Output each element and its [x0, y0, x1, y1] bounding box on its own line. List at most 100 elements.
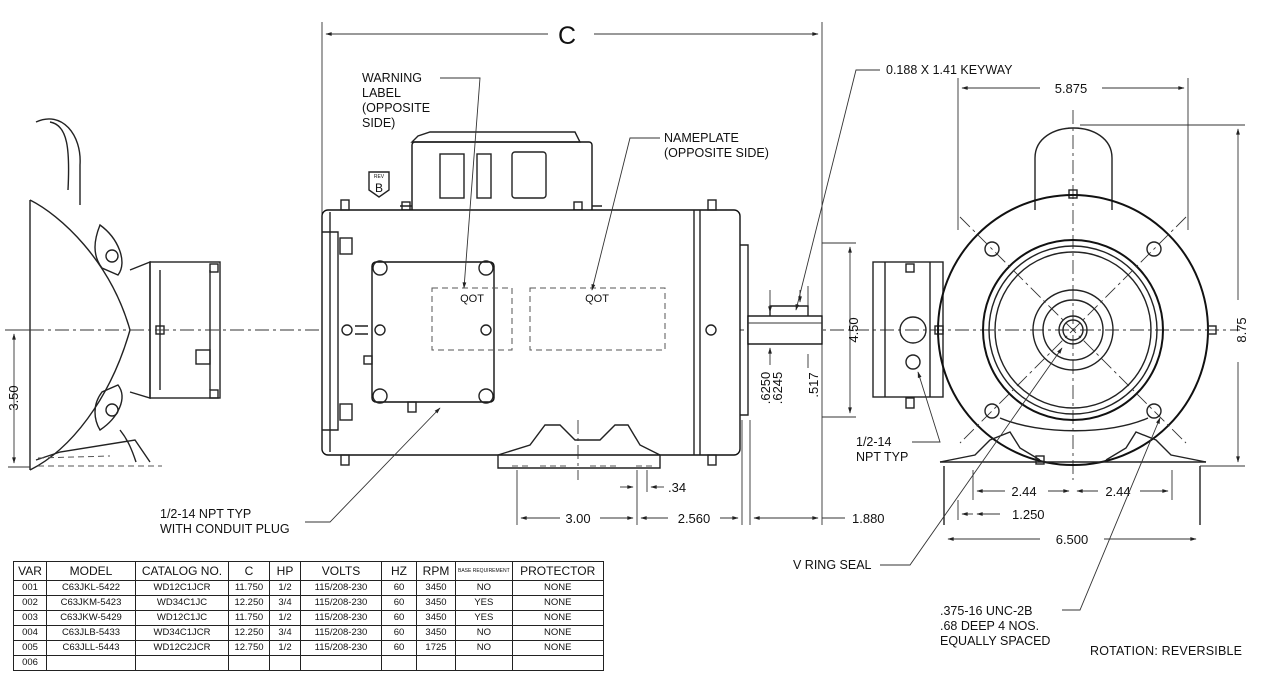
dim-6245-text: .6245 — [770, 372, 785, 405]
cell — [269, 655, 301, 671]
cell: 60 — [381, 625, 417, 641]
cell — [455, 655, 513, 671]
cell: WD34C1JCR — [135, 625, 229, 641]
svg-text:EQUALLY SPACED: EQUALLY SPACED — [940, 634, 1050, 648]
cell: 005 — [13, 640, 47, 656]
dim-5-875-text: 5.875 — [1055, 81, 1088, 96]
cell — [135, 655, 229, 671]
th-hz: HZ — [381, 561, 417, 581]
cell: NO — [455, 625, 513, 641]
cell: 11.750 — [228, 580, 270, 596]
cell: 11.750 — [228, 610, 270, 626]
cell: NONE — [511, 610, 604, 626]
cell: 115/208-230 — [300, 610, 382, 626]
th-c: C — [228, 561, 270, 581]
bolt-line-1: .375-16 UNC-2B — [940, 604, 1032, 618]
nameplate-callout: NAMEPLATE (OPPOSITE SIDE) — [591, 131, 769, 291]
cell — [228, 655, 270, 671]
th-hp: HP — [269, 561, 301, 581]
dims-right: 5.875 8.75 2.44 2.44 1.250 6.500 — [947, 78, 1249, 547]
cell: 1/2 — [269, 640, 301, 656]
th-protector: PROTECTOR — [511, 561, 604, 581]
bolt-pattern-callout: .375-16 UNC-2B .68 DEEP 4 NOS. EQUALLY S… — [940, 417, 1161, 648]
table-header-row: VAR MODEL CATALOG NO. C HP VOLTS HZ RPM … — [13, 561, 604, 581]
bolt-line-2: .68 DEEP 4 NOS. — [940, 619, 1039, 633]
cell: 60 — [381, 595, 417, 611]
cell: 3/4 — [269, 595, 301, 611]
cell: C63JKW-5429 — [46, 610, 136, 626]
dim-2-44-left-text: 2.44 — [1011, 484, 1036, 499]
svg-text:.68 DEEP 4 NOS.: .68 DEEP 4 NOS. — [940, 619, 1039, 633]
cell: 115/208-230 — [300, 640, 382, 656]
cell: 1/2 — [269, 580, 301, 596]
cell: 3450 — [416, 625, 456, 641]
table-row: 003 C63JKW-5429 WD12C1JC 11.750 1/2 115/… — [13, 610, 604, 626]
cell — [416, 655, 456, 671]
table-row: 001 C63JKL-5422 WD12C1JCR 11.750 1/2 115… — [13, 580, 604, 596]
cell: 60 — [381, 610, 417, 626]
th-catalog: CATALOG NO. — [135, 561, 229, 581]
cell: 004 — [13, 625, 47, 641]
svg-text:LABEL: LABEL — [362, 86, 401, 100]
dim-8-75-text: 8.75 — [1234, 317, 1249, 342]
rev-letter-text: B — [375, 181, 383, 195]
left-end-view — [29, 118, 221, 471]
cell: NONE — [511, 580, 604, 596]
cell: NO — [455, 580, 513, 596]
table-row: 004 C63JLB-5433 WD34C1JCR 12.250 3/4 115… — [13, 625, 604, 641]
cell: NO — [455, 640, 513, 656]
th-volts: VOLTS — [300, 561, 382, 581]
th-var: VAR — [13, 561, 47, 581]
svg-text:.375-16 UNC-2B: .375-16 UNC-2B — [940, 604, 1032, 618]
warning-line-3: (OPPOSITE — [362, 101, 430, 115]
cell: 3450 — [416, 595, 456, 611]
cell: 001 — [13, 580, 47, 596]
v-ring-seal-callout: V RING SEAL — [793, 347, 1063, 572]
svg-text:SIDE): SIDE) — [362, 116, 395, 130]
cell: NONE — [511, 640, 604, 656]
rev-top-text: REV — [374, 174, 385, 180]
bolt-line-3: EQUALLY SPACED — [940, 634, 1050, 648]
dim-c-text: C — [558, 22, 576, 50]
npt-right-callout: 1/2-14 NPT TYP — [856, 371, 941, 464]
dim-2-44-right-text: 2.44 — [1105, 484, 1130, 499]
cell: C63JKM-5423 — [46, 595, 136, 611]
side-view: REV B QOT QOT — [321, 22, 823, 525]
cell: C63JKL-5422 — [46, 580, 136, 596]
npt-right-line-2: NPT TYP — [856, 450, 908, 464]
cell: 12.250 — [228, 595, 270, 611]
dim-2-560-text: 2.560 — [678, 511, 711, 526]
dim-4-50-text: 4.50 — [846, 317, 861, 342]
nameplate-line-2: (OPPOSITE SIDE) — [664, 146, 769, 160]
table-row: 006 — [13, 655, 604, 671]
cell: WD34C1JC — [135, 595, 229, 611]
cell: 60 — [381, 640, 417, 656]
svg-text:NPT TYP: NPT TYP — [856, 450, 908, 464]
cell: 002 — [13, 595, 47, 611]
cell: NONE — [511, 625, 604, 641]
rotation-note: ROTATION: REVERSIBLE — [1090, 644, 1243, 658]
warning-plate-text: QOT — [460, 293, 484, 305]
svg-text:WARNING: WARNING — [362, 71, 422, 85]
cell: 12.750 — [228, 640, 270, 656]
keyway-text: 0.188 X 1.41 KEYWAY — [886, 63, 1013, 77]
cell: 3450 — [416, 580, 456, 596]
cell: 115/208-230 — [300, 595, 382, 611]
cell: C63JLL-5443 — [46, 640, 136, 656]
svg-text:WITH CONDUIT PLUG: WITH CONDUIT PLUG — [160, 522, 290, 536]
cell: 003 — [13, 610, 47, 626]
dim-3-50: 3.50 — [6, 329, 30, 468]
cell: 60 — [381, 580, 417, 596]
keyway-callout: 0.188 X 1.41 KEYWAY — [795, 63, 1013, 311]
dim-517-text: .517 — [806, 372, 821, 397]
cell: 12.250 — [228, 625, 270, 641]
conduit-line-2: WITH CONDUIT PLUG — [160, 522, 290, 536]
th-base: BASE REQUIREMENT — [455, 561, 513, 581]
conduit-line-1: 1/2-14 NPT TYP — [160, 507, 251, 521]
dim-6-500-text: 6.500 — [1056, 532, 1089, 547]
right-end-view — [872, 110, 1217, 525]
cell: 3450 — [416, 610, 456, 626]
dim-3-00-text: 3.00 — [565, 511, 590, 526]
cell: YES — [455, 610, 513, 626]
dim-3-50-text: 3.50 — [6, 385, 21, 410]
